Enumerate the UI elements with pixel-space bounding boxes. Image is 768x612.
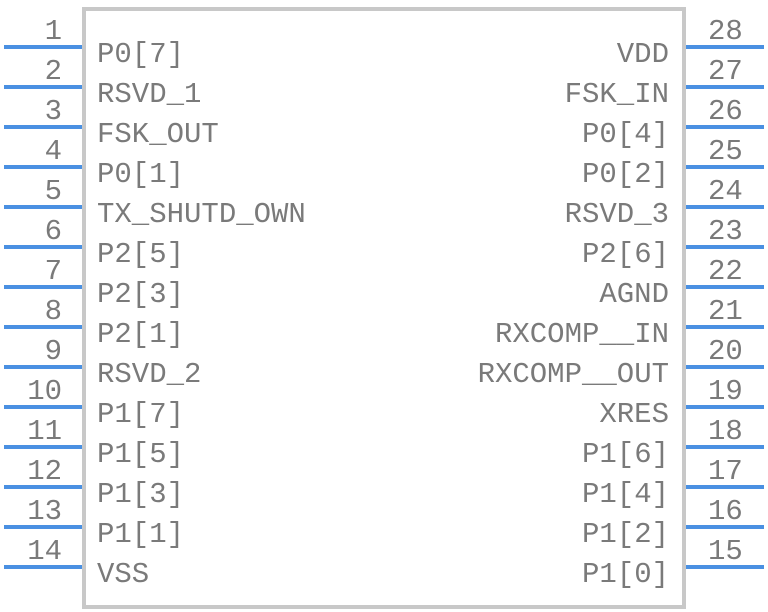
pin-number-left: 6 (45, 215, 62, 248)
pin-number-right: 28 (708, 15, 743, 48)
pin-label-left: RSVD_2 (97, 358, 201, 391)
pin-number-left: 14 (27, 535, 62, 568)
pin-number-right: 23 (708, 215, 743, 248)
pin-label-right: RSVD_3 (565, 198, 669, 231)
pin-number-right: 17 (708, 455, 743, 488)
pin-number-left: 10 (27, 375, 62, 408)
pin-label-right: P1[2] (582, 518, 669, 551)
pin-number-right: 20 (708, 335, 743, 368)
pin-label-left: P0[1] (97, 158, 184, 191)
pin-number-left: 11 (27, 415, 62, 448)
pin-label-right: AGND (599, 278, 669, 311)
pin-number-left: 3 (45, 95, 62, 128)
pin-number-right: 21 (708, 295, 743, 328)
pin-label-right: P2[6] (582, 238, 669, 271)
pin-label-left: P1[1] (97, 518, 184, 551)
pin-label-left: P1[3] (97, 478, 184, 511)
pin-number-left: 12 (27, 455, 62, 488)
pin-number-right: 16 (708, 495, 743, 528)
pin-label-left: VSS (97, 558, 149, 591)
pin-label-right: P1[0] (582, 558, 669, 591)
pin-label-left: P1[5] (97, 438, 184, 471)
pin-number-left: 8 (45, 295, 62, 328)
pin-number-right: 24 (708, 175, 743, 208)
pin-label-right: P1[4] (582, 478, 669, 511)
pin-label-left: RSVD_1 (97, 78, 201, 111)
pin-label-right: VDD (617, 38, 669, 71)
pin-number-right: 22 (708, 255, 743, 288)
pin-label-right: P0[2] (582, 158, 669, 191)
pin-label-right: P1[6] (582, 438, 669, 471)
pin-label-left: P0[7] (97, 38, 184, 71)
pin-number-left: 4 (45, 135, 62, 168)
pin-number-right: 26 (708, 95, 743, 128)
pin-label-right: XRES (599, 398, 669, 431)
pin-label-right: P0[4] (582, 118, 669, 151)
pin-number-left: 1 (45, 15, 62, 48)
pin-label-left: P2[5] (97, 238, 184, 271)
pin-number-right: 25 (708, 135, 743, 168)
pin-number-right: 15 (708, 535, 743, 568)
pin-label-right: RXCOMP__OUT (478, 358, 669, 391)
pin-label-left: P2[1] (97, 318, 184, 351)
pin-label-right: RXCOMP__IN (495, 318, 669, 351)
pin-label-left: FSK_OUT (97, 118, 219, 151)
pin-label-left: TX_SHUTD_OWN (97, 198, 306, 231)
pin-number-right: 18 (708, 415, 743, 448)
pin-number-left: 2 (45, 55, 62, 88)
pin-number-left: 9 (45, 335, 62, 368)
pin-number-left: 13 (27, 495, 62, 528)
pin-number-right: 19 (708, 375, 743, 408)
pin-number-right: 27 (708, 55, 743, 88)
pin-label-left: P1[7] (97, 398, 184, 431)
pin-number-left: 5 (45, 175, 62, 208)
component-body (82, 7, 686, 609)
pin-label-left: P2[3] (97, 278, 184, 311)
pin-number-left: 7 (45, 255, 62, 288)
pin-label-right: FSK_IN (565, 78, 669, 111)
